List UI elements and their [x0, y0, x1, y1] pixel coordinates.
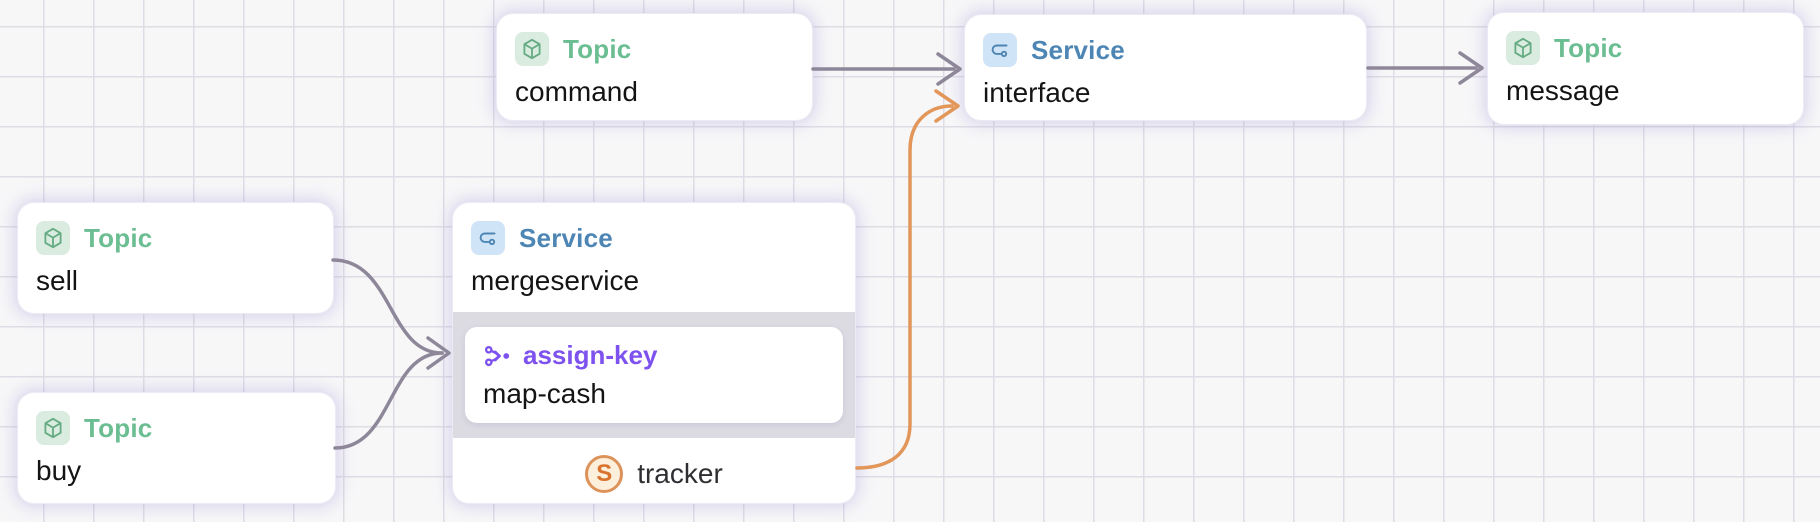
node-topic-command[interactable]: Topic command [497, 14, 812, 120]
node-name: interface [983, 77, 1091, 108]
operator-section: assign-key map-cash [453, 312, 855, 438]
assign-key-icon [483, 341, 513, 371]
node-type-label: Topic [563, 33, 632, 64]
node-name: sell [36, 265, 79, 296]
edge-command-to-interface[interactable] [811, 52, 962, 86]
state-store-name: tracker [637, 458, 723, 489]
node-name: buy [36, 455, 82, 486]
state-store-row[interactable]: S tracker [453, 438, 855, 510]
operator-type-label: assign-key [523, 340, 658, 370]
node-type-label: Service [519, 222, 613, 253]
node-type-label: Topic [84, 412, 153, 443]
node-service-interface[interactable]: Service interface [965, 15, 1366, 120]
node-header: Topic [1488, 13, 1803, 65]
node-header: Service [453, 203, 855, 255]
node-topic-buy[interactable]: Topic buy [18, 393, 335, 503]
topic-cube-icon [36, 221, 70, 255]
node-type-label: Topic [84, 222, 153, 253]
operator-header: assign-key [483, 340, 825, 371]
edge-sell-to-mergeservice[interactable] [331, 258, 444, 355]
node-name: message [1506, 75, 1620, 106]
topic-cube-icon [515, 32, 549, 66]
operator-card-assign-key[interactable]: assign-key map-cash [465, 327, 843, 423]
node-name: mergeservice [471, 265, 640, 296]
state-store-badge: S [585, 455, 624, 493]
node-topic-sell[interactable]: Topic sell [18, 203, 333, 313]
topic-cube-icon [36, 411, 70, 445]
node-header: Topic [18, 393, 335, 445]
service-route-icon [471, 221, 505, 255]
node-header: Service [965, 15, 1366, 67]
edge-buy-to-mergeservice[interactable] [333, 336, 451, 450]
node-service-mergeservice[interactable]: Service mergeservice assign-key [453, 203, 855, 503]
node-header: Topic [497, 14, 812, 66]
node-type-label: Topic [1554, 32, 1623, 63]
operator-name: map-cash [483, 378, 606, 409]
service-route-icon [983, 33, 1017, 67]
edge-tracker-to-interface[interactable] [855, 89, 960, 470]
node-header: Topic [18, 203, 333, 255]
node-name: command [515, 76, 638, 107]
node-topic-message[interactable]: Topic message [1488, 13, 1803, 124]
topic-cube-icon [1506, 31, 1540, 65]
node-type-label: Service [1031, 34, 1125, 65]
edge-interface-to-message[interactable] [1366, 51, 1484, 85]
